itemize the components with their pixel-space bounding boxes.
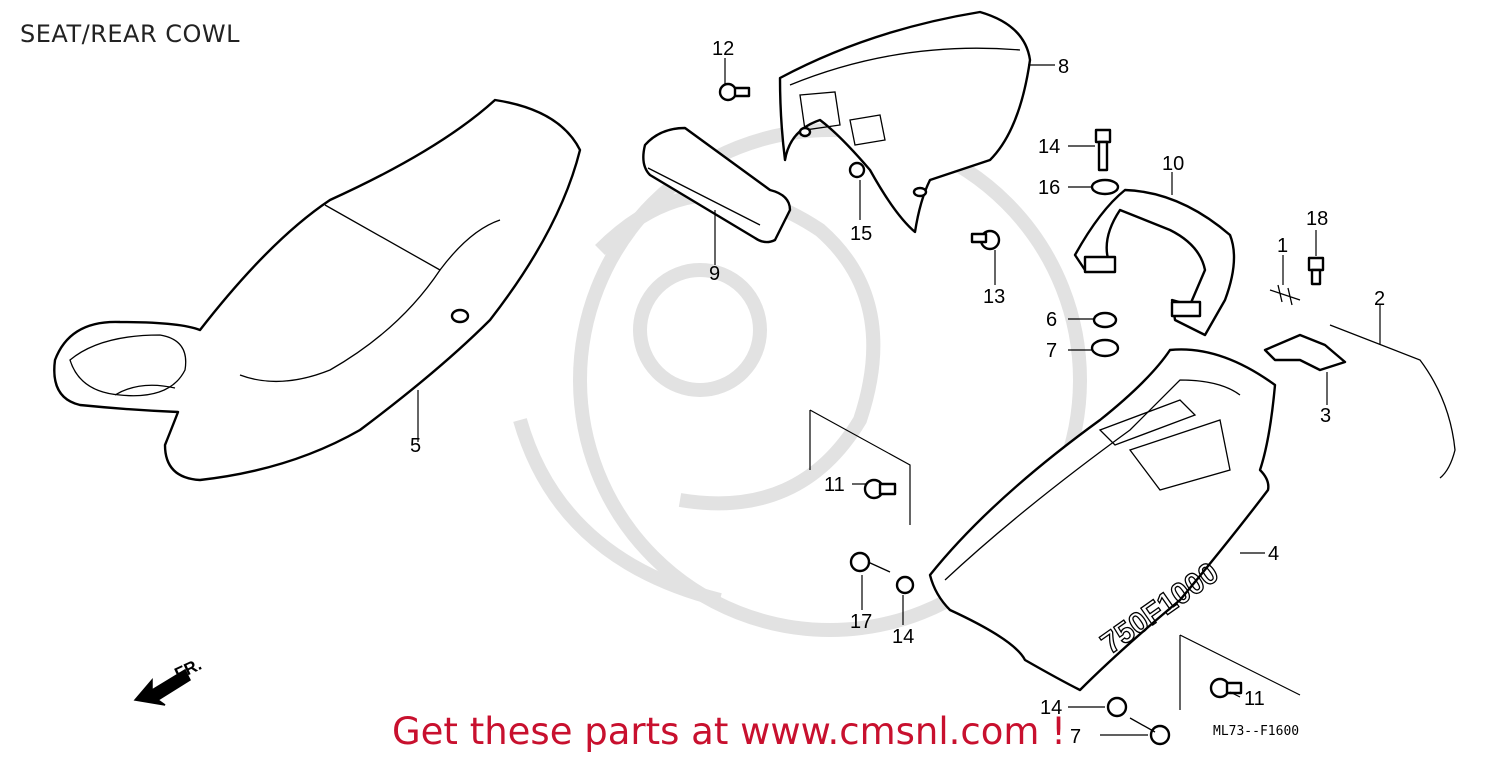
callout-18: 18	[1306, 208, 1328, 230]
callout-14-bottom: 14	[1040, 697, 1062, 719]
leader-lines	[417, 58, 1381, 736]
callout-labels: 12 8 15 9 5 13 14 16 10 6 7 1 18 2 3 4 1…	[410, 38, 1385, 748]
callout-7-mid: 7	[1046, 340, 1057, 362]
footer-link-text[interactable]: Get these parts at www.cmsnl.com !	[392, 710, 1067, 753]
callout-12-mid: 13	[983, 286, 1005, 308]
seat-cowl-part[interactable]	[778, 10, 1032, 234]
callout-15: 15	[850, 223, 872, 245]
callout-3: 3	[1320, 405, 1331, 427]
callout-16: 16	[1038, 177, 1060, 199]
callout-17: 17	[850, 611, 872, 633]
page-title: SEAT/REAR COWL	[20, 20, 241, 48]
grab-rail-part[interactable]	[1073, 188, 1236, 337]
diagram-code: ML73--F1600	[1213, 724, 1299, 739]
seat-part[interactable]	[53, 98, 582, 482]
front-direction-arrow: FR.	[133, 655, 205, 706]
fasteners	[718, 82, 1456, 746]
pad-part[interactable]	[642, 126, 792, 244]
arrow-icon	[133, 668, 191, 706]
callout-9: 9	[709, 263, 720, 285]
callout-13: 14	[1038, 136, 1060, 158]
callout-1: 1	[1277, 235, 1288, 257]
callout-11-left: 11	[824, 474, 845, 496]
callout-14-left: 14	[892, 626, 914, 648]
callout-12-top: 12	[712, 38, 734, 60]
callout-6: 6	[1046, 309, 1057, 331]
callout-4: 4	[1268, 543, 1279, 565]
callout-10: 10	[1162, 153, 1184, 175]
callout-8: 8	[1058, 56, 1069, 78]
callout-11-right: 11	[1244, 688, 1265, 710]
watermark-logo	[513, 123, 1087, 637]
rear-cowl-part[interactable]: 750F1000	[928, 348, 1277, 692]
callout-7-bottom: 7	[1070, 726, 1081, 748]
callout-5: 5	[410, 435, 421, 457]
callout-2: 2	[1374, 288, 1385, 310]
